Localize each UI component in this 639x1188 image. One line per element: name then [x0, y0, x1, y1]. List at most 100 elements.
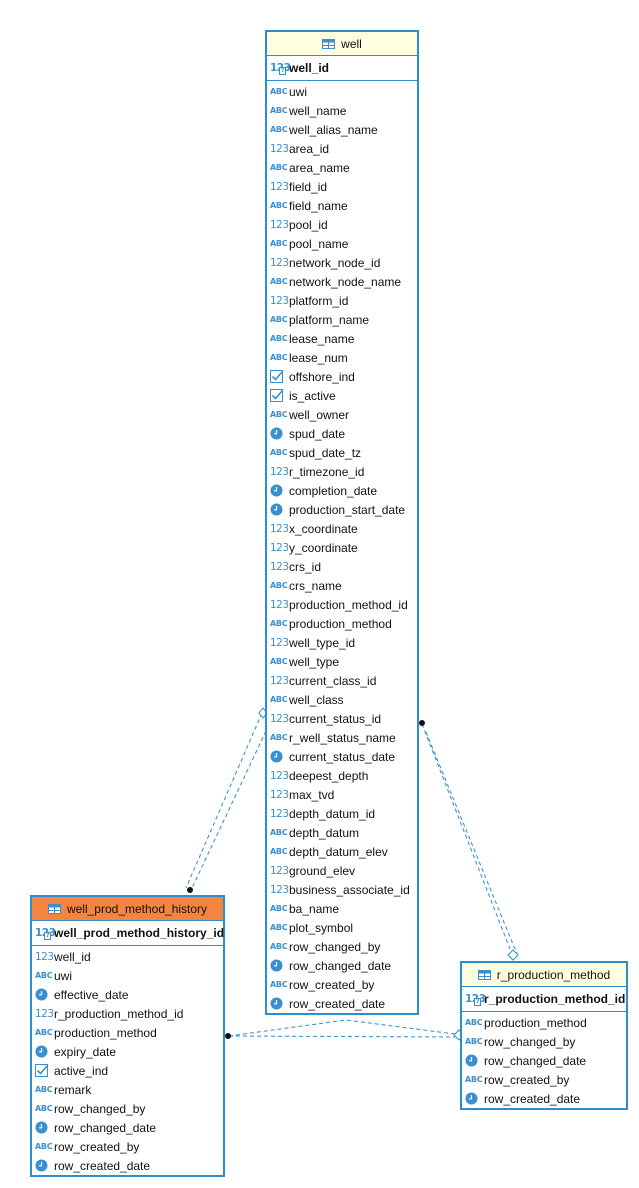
column-label: crs_name	[289, 578, 342, 593]
primary-key-row[interactable]: 123?well_id	[267, 56, 417, 81]
column-row[interactable]: expiry_date	[32, 1042, 223, 1061]
column-row[interactable]: row_changed_date	[32, 1118, 223, 1137]
column-row[interactable]: row_created_date	[267, 994, 417, 1013]
entity-well[interactable]: well123?well_idABCuwiABCwell_nameABCwell…	[265, 30, 419, 1015]
clock-icon	[35, 1121, 54, 1134]
entity-header[interactable]: well	[267, 32, 417, 56]
entity-header[interactable]: well_prod_method_history	[32, 897, 223, 921]
column-row[interactable]: row_changed_date	[462, 1051, 626, 1070]
column-row[interactable]: spud_date	[267, 424, 417, 443]
entity-well-prod-method-history[interactable]: well_prod_method_history123?well_prod_me…	[30, 895, 225, 1177]
clock-icon	[270, 484, 289, 497]
column-label: spud_date_tz	[289, 445, 362, 460]
column-row[interactable]: row_changed_date	[267, 956, 417, 975]
entity-header[interactable]: r_production_method	[462, 963, 626, 987]
text-type-icon: ABC	[270, 828, 288, 837]
column-row[interactable]: current_status_date	[267, 747, 417, 766]
text-type-icon: ABC	[465, 1037, 483, 1046]
numeric-type-icon: 123	[270, 541, 289, 554]
clock-icon	[270, 503, 289, 516]
text-type-icon: ABC	[270, 87, 288, 96]
text-type-icon: ABC	[270, 733, 288, 742]
column-label: row_changed_date	[289, 958, 392, 973]
numeric-type-icon: 123	[270, 674, 289, 687]
column-row[interactable]: production_start_date	[267, 500, 417, 519]
column-row[interactable]: is_active	[267, 386, 417, 405]
entity-r-production-method[interactable]: r_production_method 123?r_production_meth…	[460, 961, 628, 1110]
column-row[interactable]: row_created_date	[32, 1156, 223, 1175]
column-label: r_well_status_name	[289, 730, 396, 745]
column-label: row_created_date	[54, 1158, 151, 1173]
entity-name: r_production_method	[496, 967, 611, 982]
primary-key-row[interactable]: 123?r_production_method_id	[462, 987, 626, 1012]
column-label: network_node_id	[289, 255, 381, 270]
column-row[interactable]: active_ind	[32, 1061, 223, 1080]
entity-name: well	[341, 36, 362, 51]
text-type-icon: ABC	[270, 904, 288, 913]
column-row[interactable]: offshore_ind	[267, 367, 417, 386]
column-row[interactable]: completion_date	[267, 481, 417, 500]
column-label: current_status_id	[289, 711, 382, 726]
link-well-rpm-a	[421, 723, 513, 955]
primary-key-row[interactable]: 123?well_prod_method_history_id	[32, 921, 224, 946]
column-label: production_start_date	[289, 502, 406, 517]
column-label: row_created_by	[484, 1072, 570, 1087]
column-row[interactable]: row_created_date	[462, 1089, 626, 1108]
text-type-icon: ABC	[465, 1018, 483, 1027]
text-type-icon: ABC	[270, 942, 288, 951]
numeric-type-icon: 123	[270, 560, 289, 573]
column-row[interactable]: effective_date	[32, 985, 223, 1004]
